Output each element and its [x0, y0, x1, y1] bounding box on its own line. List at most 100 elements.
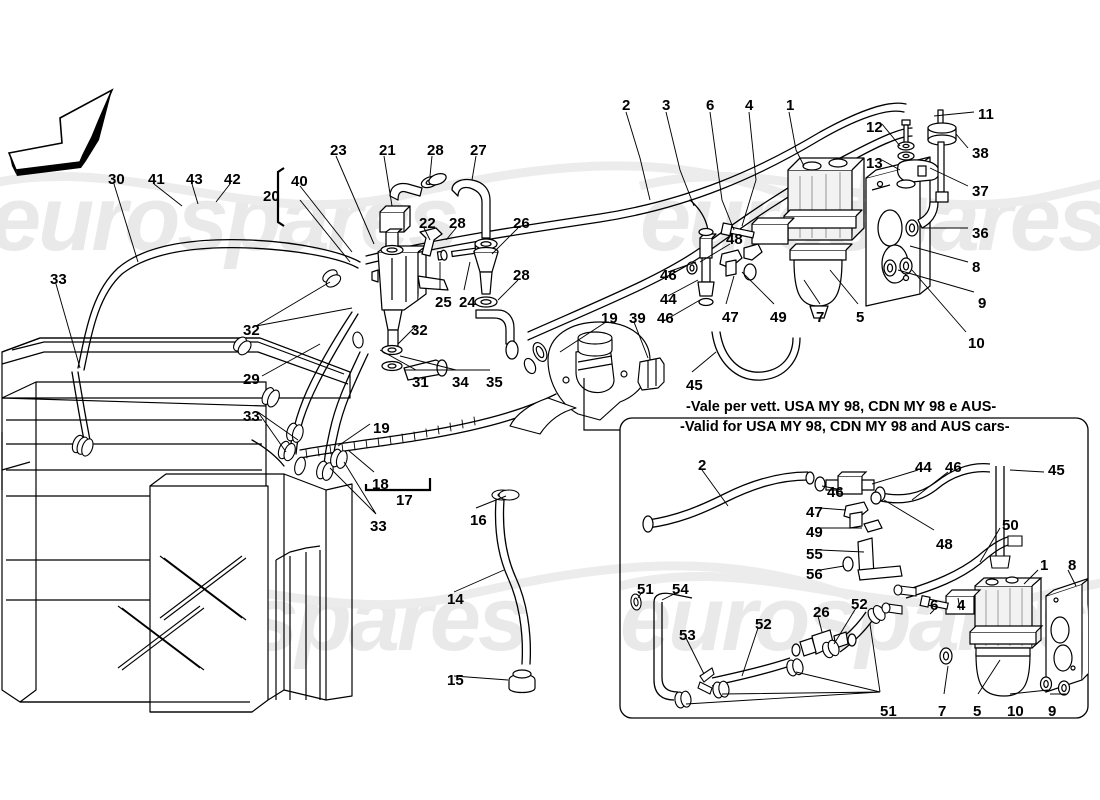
inset-part-number-label-48: 48 [936, 536, 953, 553]
tank-fittings [71, 269, 364, 481]
part-number-label-6: 6 [706, 97, 715, 114]
inset-part-number-label-49: 49 [806, 524, 823, 541]
part-number-label-30: 30 [108, 171, 125, 188]
inset-bracket-55 [842, 537, 903, 581]
part-number-label-24: 24 [459, 294, 476, 311]
part-number-label-43: 43 [186, 171, 203, 188]
part-number-label-20: 20 [263, 188, 280, 205]
inset-part-number-label-46: 46 [945, 459, 962, 476]
part-number-label-32: 32 [411, 322, 428, 339]
part-number-label-17: 17 [396, 492, 413, 509]
part-number-label-8: 8 [972, 259, 981, 276]
inset-part-number-label-45: 45 [1048, 462, 1065, 479]
part-number-label-29: 29 [243, 371, 260, 388]
inset-part-number-label-9: 9 [1048, 703, 1057, 720]
inset-part-number-label-5: 5 [973, 703, 982, 720]
part-number-label-33: 33 [50, 271, 67, 288]
caption-line-english: -Valid for USA MY 98, CDN MY 98 and AUS … [680, 418, 1010, 435]
part-number-label-18: 18 [372, 476, 389, 493]
direction-arrow-icon [7, 88, 114, 176]
part-number-label-33: 33 [243, 408, 260, 425]
part-number-label-10: 10 [968, 335, 985, 352]
part-number-label-5: 5 [856, 309, 865, 326]
caption-line-italian: -Vale per vett. USA MY 98, CDN MY 98 e A… [686, 399, 997, 415]
inset-valve-44 [642, 471, 886, 533]
part-number-label-41: 41 [148, 171, 165, 188]
inset-part-number-label-26: 26 [813, 604, 830, 621]
inset-part-number-label-10: 10 [1007, 703, 1024, 720]
inset-part-number-label-6: 6 [930, 597, 939, 614]
part-number-label-48: 48 [726, 231, 743, 248]
part-number-label-39: 39 [629, 310, 646, 327]
part-number-label-44: 44 [660, 291, 677, 308]
part-number-label-25: 25 [435, 294, 452, 311]
part-number-label-13: 13 [866, 155, 883, 172]
part-number-label-28: 28 [513, 267, 530, 284]
part-number-label-16: 16 [470, 512, 487, 529]
part-number-label-47: 47 [722, 309, 739, 326]
inset-part-number-label-55: 55 [806, 546, 823, 563]
part-number-label-38: 38 [972, 145, 989, 162]
part-number-label-31: 31 [412, 374, 429, 391]
part-number-label-11: 11 [978, 106, 994, 123]
inset-part-number-label-7: 7 [938, 703, 947, 720]
part-number-label-45: 45 [686, 377, 703, 394]
part-number-label-49: 49 [770, 309, 787, 326]
inset-part-number-label-50: 50 [1002, 517, 1019, 534]
plug-15 [508, 669, 536, 694]
part-number-label-28: 28 [427, 142, 444, 159]
inset-panel [583, 378, 1089, 719]
part-number-label-22: 22 [419, 215, 436, 232]
part-number-label-3: 3 [662, 97, 671, 114]
part-number-label-7: 7 [816, 309, 825, 326]
part-number-label-19: 19 [601, 310, 618, 327]
part-number-label-1: 1 [786, 97, 795, 114]
inset-part-number-label-51: 51 [637, 581, 654, 598]
part-number-label-40: 40 [291, 173, 308, 190]
inset-canister [919, 576, 1088, 697]
filler-neck-assembly [509, 321, 665, 435]
inset-part-number-label-2: 2 [698, 457, 707, 474]
inset-leader-lines [637, 469, 1077, 705]
inset-bracket-47 [843, 491, 883, 533]
part-number-label-4: 4 [745, 97, 754, 114]
part-number-label-33: 33 [370, 518, 387, 535]
part-number-label-42: 42 [224, 171, 241, 188]
inset-part-number-label-4: 4 [957, 597, 966, 614]
inset-part-number-label-54: 54 [672, 581, 689, 598]
part-number-label-19: 19 [373, 420, 390, 437]
part-number-label-2: 2 [622, 97, 631, 114]
part-number-label-21: 21 [379, 142, 396, 159]
inset-part-number-label-52: 52 [851, 596, 868, 613]
part-number-label-35: 35 [486, 374, 503, 391]
charcoal-canister-assembly [686, 109, 957, 319]
inset-part-number-label-1: 1 [1040, 557, 1049, 574]
part-number-label-23: 23 [330, 142, 347, 159]
inset-part-number-label-52: 52 [755, 616, 772, 633]
inset-part-number-label-53: 53 [679, 627, 696, 644]
inset-caption: -Vale per vett. USA MY 98, CDN MY 98 e A… [680, 398, 1010, 437]
inset-part-number-label-44: 44 [915, 459, 932, 476]
part-number-label-12: 12 [866, 119, 883, 136]
inset-part-number-label-56: 56 [806, 566, 823, 583]
part-number-label-9: 9 [978, 295, 987, 312]
part-number-label-46: 46 [660, 267, 677, 284]
part-number-label-34: 34 [452, 374, 469, 391]
inset-part-number-label-46: 46 [827, 484, 844, 501]
inset-part-number-label-47: 47 [806, 504, 823, 521]
part-number-label-37: 37 [972, 183, 989, 200]
inset-hoses [647, 462, 1015, 701]
part-number-label-32: 32 [243, 322, 260, 339]
part-number-label-46: 46 [657, 310, 674, 327]
clamp-16 [491, 489, 520, 501]
fuel-tank [1, 337, 353, 713]
leader-lines-main [55, 111, 975, 681]
part-number-label-14: 14 [447, 591, 464, 608]
part-number-label-36: 36 [972, 225, 989, 242]
inset-clamps [630, 535, 1023, 709]
inset-part-number-label-51: 51 [880, 703, 897, 720]
part-number-label-28: 28 [449, 215, 466, 232]
part-number-label-15: 15 [447, 672, 464, 689]
